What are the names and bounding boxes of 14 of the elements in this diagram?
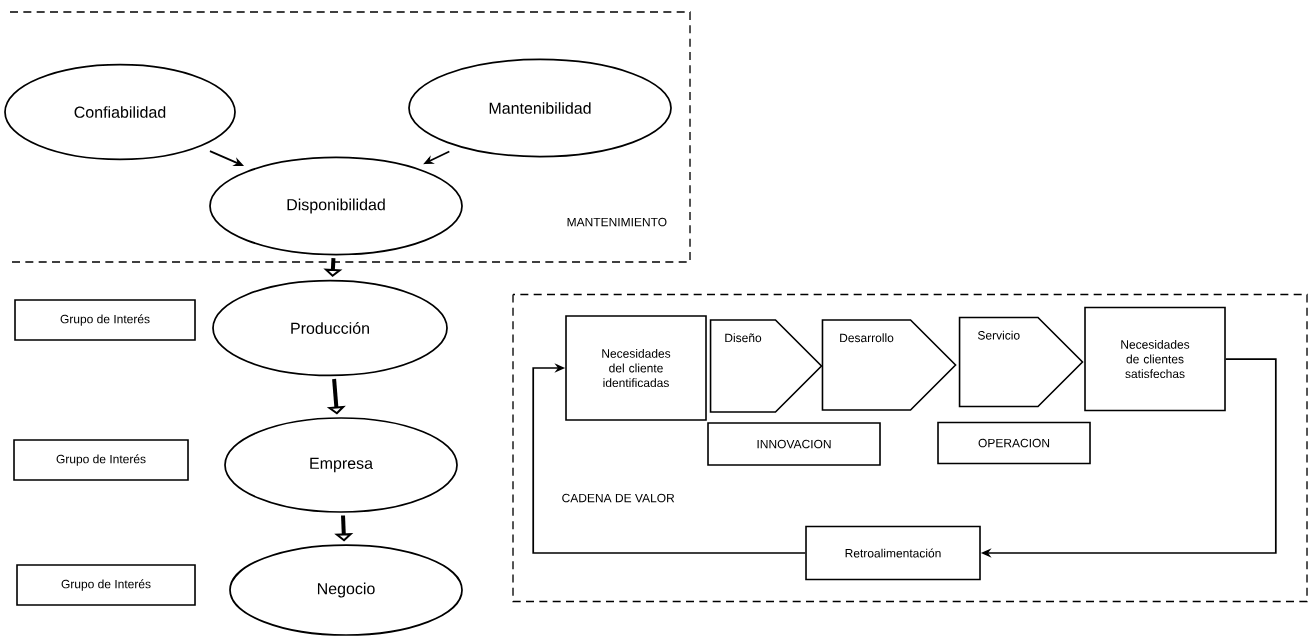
process-box: Necesidades de clientes satisfechas	[1084, 306, 1226, 412]
chevron-step: Servicio	[958, 316, 1084, 408]
process-box: Necesidades del cliente identificadas	[565, 315, 707, 421]
frame-heading: CADENA DE VALOR	[562, 493, 675, 503]
label-box: OPERACION	[937, 421, 1091, 465]
frame-heading: MANTENIMIENTO	[567, 217, 667, 227]
chevron-step: Desarrollo	[821, 319, 957, 411]
label-box: Grupo de Interés	[13, 439, 189, 481]
label-box: Retroalimentación	[805, 525, 981, 581]
arrow	[532, 363, 807, 554]
label-box: INNOVACION	[707, 422, 881, 466]
label-box: Grupo de Interés	[16, 564, 196, 606]
label-box: Grupo de Interés	[14, 299, 196, 341]
chevron-step: Diseño	[709, 319, 823, 413]
